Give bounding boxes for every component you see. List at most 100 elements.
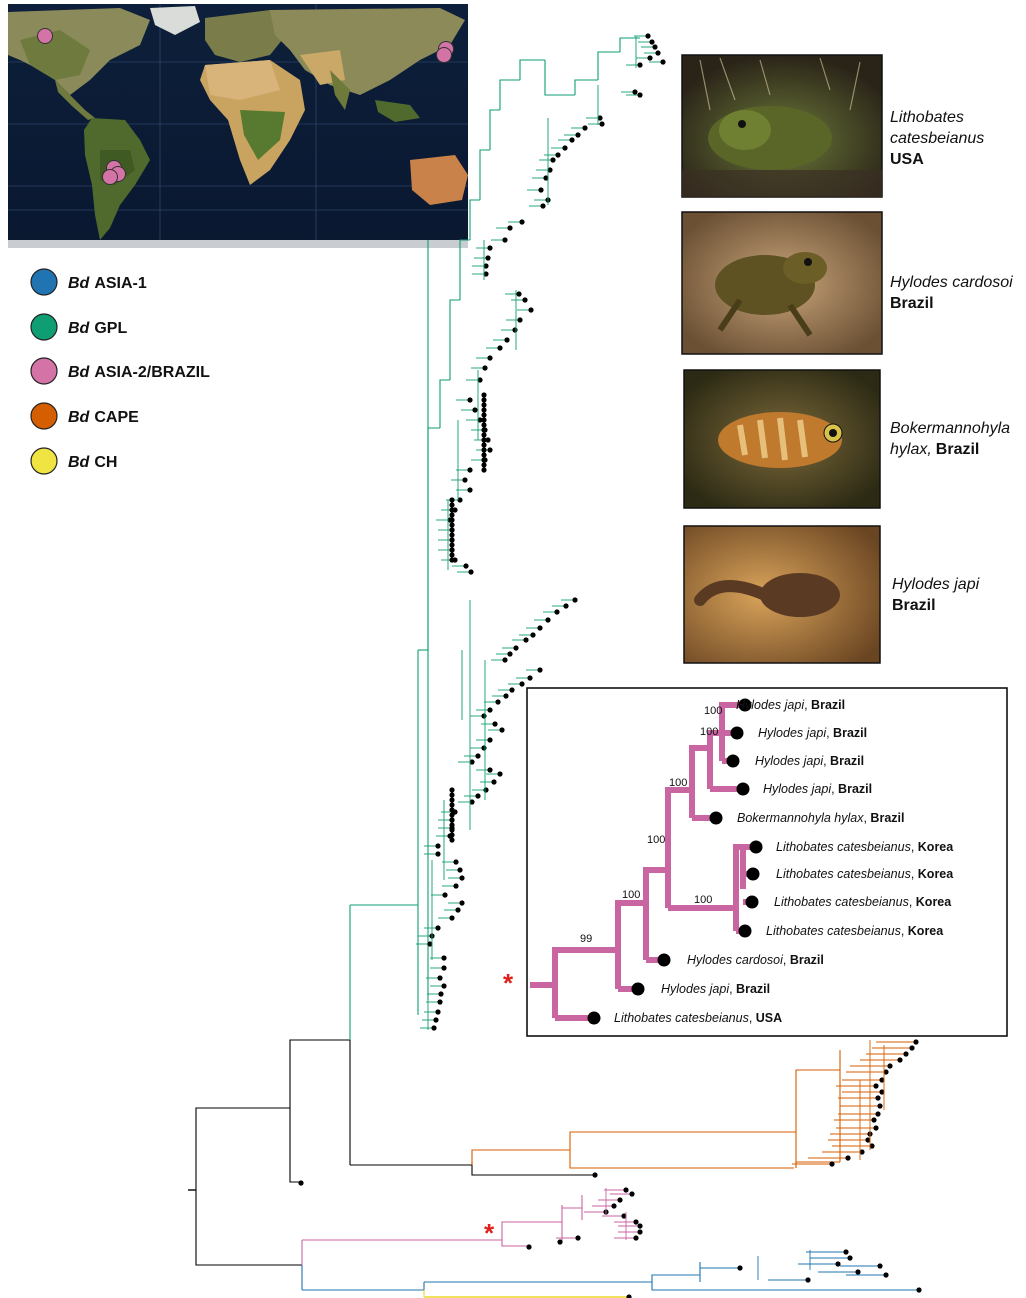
tree-tip [504,337,509,342]
tree-branch [520,60,545,80]
photo-caption-country: USA [890,151,924,168]
tree-tip [555,152,560,157]
tree-tip [507,651,512,656]
tree-tip [449,797,454,802]
tree-tip [481,412,486,417]
tree-branch [290,1108,300,1182]
tree-tip [453,883,458,888]
inset-tip-label: Lithobates catesbeianus, Korea [776,840,954,854]
tree-tip [449,522,454,527]
tree-tip [431,1025,436,1030]
tree-branch [428,428,440,650]
tree-tip [472,407,477,412]
tree-tip [481,467,486,472]
tree-tip [887,1063,892,1068]
tree-tip [537,625,542,630]
tree-tip [481,447,486,452]
tree-tip [829,1161,834,1166]
tree-tip [835,1261,840,1266]
tree-tip [481,407,486,412]
tree-tip [502,657,507,662]
tree-tip [459,875,464,880]
inset-tip [731,727,744,740]
map-point [437,48,452,63]
tree-tip [467,487,472,492]
tree-tip [575,132,580,137]
tree-tip [449,792,454,797]
tree-branch [652,1275,700,1282]
tree-tip [637,62,642,67]
tree-tip [441,965,446,970]
inset-tip [747,868,760,881]
tree-tip [540,203,545,208]
bootstrap-value: 100 [694,894,712,906]
tree-tip [449,527,454,532]
photo-panel: Lithobates catesbeianus USA Hylodes card… [682,55,1013,663]
tree-tip [449,787,454,792]
inset-tip [750,841,763,854]
tree-tip [481,437,486,442]
photo-caption-species: catesbeianus [890,130,984,147]
tree-tip [913,1039,918,1044]
map-point [103,170,118,185]
tree-tip [637,1223,642,1228]
tree-tip [871,1117,876,1122]
tree-tip [582,125,587,130]
tree-tip [462,477,467,482]
tree-tip [449,822,454,827]
tree-tip [467,397,472,402]
tree-branch [570,1132,796,1150]
tree-tip [660,59,665,64]
tree-tip [449,807,454,812]
tree-tip [449,832,454,837]
tree-branch [545,60,575,95]
tree-tip [442,892,447,897]
photo-hylodes-japi [684,526,880,663]
tree-tip [457,867,462,872]
legend-swatch [31,403,57,429]
inset-tip-label: Bokermannohyla hylax, Brazil [737,811,904,825]
tree-tip [487,447,492,452]
inset-tip [739,925,752,938]
bootstrap-value: 99 [580,933,592,945]
tree-tip [495,699,500,704]
tree-tip [449,915,454,920]
tree-tip [435,1009,440,1014]
tree-branch [796,1070,840,1132]
tree-tip [637,1229,642,1234]
inset-tip [588,1012,601,1025]
tree-tip [441,955,446,960]
tree-tip [633,1219,638,1224]
tree-tip [916,1287,921,1292]
tree-tip [652,44,657,49]
tree-tip [481,452,486,457]
tree-tip [475,793,480,798]
tree-branch [480,150,490,200]
tree-branch [440,380,450,428]
tree-tip [537,667,542,672]
tree-tip [487,767,492,772]
legend-swatch [31,448,57,474]
tree-tip [507,225,512,230]
tree-tip [903,1051,908,1056]
tree-tip [516,291,521,296]
tree-tip [523,637,528,642]
tree-tip [897,1057,902,1062]
tree-tip [562,145,567,150]
tree-tip [463,563,468,568]
inset-tip-label: Lithobates catesbeianus, Korea [774,895,952,909]
tree-branch [620,38,640,52]
tree-branch [450,300,460,380]
tree-tip [481,462,486,467]
tree-node-marker: * [484,1218,495,1248]
inset-tip-label: Hylodes japi, Brazil [736,698,845,712]
photo-hylodes-cardosoi [682,212,882,354]
tree-tip [637,92,642,97]
tree-tip [522,297,527,302]
tree-tip [632,89,637,94]
